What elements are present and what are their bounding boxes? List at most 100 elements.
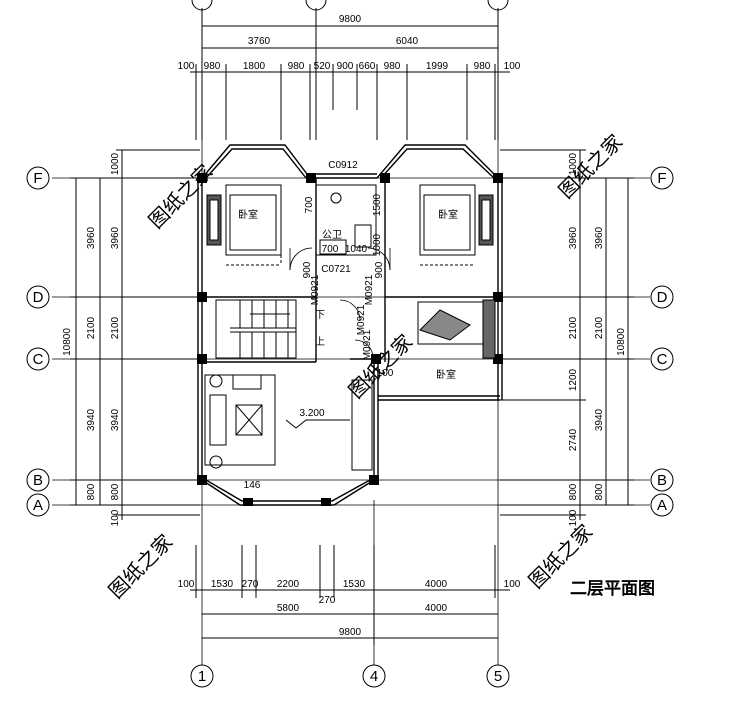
axis-label-f-right: F: [657, 170, 666, 187]
dim-top-part-1: 3760: [248, 36, 271, 47]
axis-bubble-f-left: [27, 167, 49, 189]
dim-left-inner-2: 3960: [110, 226, 121, 249]
dim-left-inner-6: 100: [110, 509, 121, 526]
right-dimension-text: 1000 3960 2100 1200 2740 800 100 3960 21…: [568, 152, 627, 526]
drawing-title: 二层平面图: [570, 579, 655, 598]
walls: [198, 145, 502, 505]
dim-top-d2: 980: [204, 61, 221, 72]
dim-bottom-d4: 2200: [277, 579, 300, 590]
watermark-1: 图纸之家: [144, 160, 217, 233]
dim-right-inner-5: 2740: [568, 428, 579, 451]
left-bedroom: [207, 185, 281, 265]
axis-bubble-5: [487, 665, 509, 687]
dim-left-outer-4: 800: [86, 483, 97, 500]
bay-window-bottom: [202, 480, 374, 505]
doors: [290, 248, 390, 358]
axis-bubble-b-left: [27, 469, 49, 491]
axis-label-b-right: B: [657, 472, 667, 489]
dim-right-inner-3: 2100: [568, 316, 579, 339]
tv-cabinet: [352, 380, 372, 470]
top-axis-bubbles: [192, 0, 508, 10]
axis-label-c-right: C: [657, 351, 668, 368]
axis-label-c-left: C: [33, 351, 44, 368]
dim-left-inner-5: 800: [110, 483, 121, 500]
dim-right-outer-3: 3940: [594, 408, 605, 431]
label-1040: 1040: [345, 244, 368, 255]
axis-bubble-b-right: [651, 469, 673, 491]
label-c0912: C0912: [328, 160, 358, 171]
dim-left-total: 10800: [62, 328, 73, 356]
dim-right-inner-6: 800: [568, 483, 579, 500]
stair-up-label: 上: [315, 336, 325, 348]
axis-bubble-c-left: [27, 348, 49, 370]
axis-bubble-c-right: [651, 348, 673, 370]
dim-bottom-part-2: 4000: [425, 603, 448, 614]
stairs: [216, 300, 296, 358]
watermark-3: 图纸之家: [344, 330, 417, 403]
dim-top-d4: 980: [288, 61, 305, 72]
top-dimension-text: 9800 3760 6040 100 980 1800 980 520 900 …: [178, 14, 521, 72]
living-room: [205, 375, 372, 470]
room-label-bedroom-right: 卧室: [438, 208, 458, 221]
sofa-left: [210, 395, 226, 445]
axis-bubble-a-left: [27, 494, 49, 516]
elevation-label: 3.200: [299, 408, 324, 419]
columns: [197, 173, 503, 506]
dim-top-d1: 100: [178, 61, 195, 72]
label-700-b: 700: [322, 244, 339, 255]
axis-bubbles: [27, 167, 673, 687]
dim-top-d9: 1999: [426, 61, 449, 72]
axis-bubble-f-right: [651, 167, 673, 189]
sink-icon: [355, 225, 371, 247]
label-900-a: 900: [302, 261, 313, 278]
dim-left-outer-3: 3940: [86, 408, 97, 431]
right-dimension-lines: [500, 150, 634, 520]
dim-right-inner-7: 100: [568, 509, 579, 526]
label-900-b: 900: [374, 261, 385, 278]
label-700-a: 700: [304, 196, 315, 213]
left-dimension-text: 10800 3960 2100 3940 800 1000 3960 2100 …: [62, 152, 121, 526]
lamp-icon: [210, 375, 222, 387]
axis-bubble-a-right: [651, 494, 673, 516]
axis-label-d-right: D: [657, 289, 668, 306]
dim-top-part-2: 6040: [396, 36, 419, 47]
label-m0921-b: M0921: [364, 274, 375, 305]
dim-bottom-d3: 270: [242, 579, 259, 590]
room-label-bedroom-left: 卧室: [238, 208, 258, 221]
axis-label-d-left: D: [33, 289, 44, 306]
dim-bottom-d7: 100: [504, 579, 521, 590]
bottom-dimension-text: 100 1530 270 2200 1530 4000 100 270 5800…: [178, 579, 521, 638]
watermark-4: 图纸之家: [104, 530, 177, 603]
axis-label-b-left: B: [33, 472, 43, 489]
dim-left-outer-1: 3960: [86, 226, 97, 249]
toilet-icon: [331, 193, 341, 203]
bathroom-labels: C0912 公卫 C0721 700 1500 700 1040 900 900…: [302, 160, 385, 360]
watermark-2: 图纸之家: [554, 130, 627, 203]
dim-top-total: 9800: [339, 14, 362, 25]
dim-bottom-total: 9800: [339, 627, 362, 638]
label-c0721: C0721: [321, 264, 351, 275]
dim-left-inner-3: 2100: [110, 316, 121, 339]
right-small-room: [418, 300, 495, 358]
axis-label-5: 5: [494, 668, 502, 685]
right-bedroom: [420, 185, 493, 265]
room-label-bath: 公卫: [322, 230, 342, 241]
dim-bottom-d5: 1530: [343, 579, 366, 590]
label-m0921-a: M0921: [310, 274, 321, 305]
dim-left-inner-4: 3940: [110, 408, 121, 431]
dim-top-d6: 900: [337, 61, 354, 72]
dim-right-outer-1: 3960: [594, 226, 605, 249]
label-146: 146: [244, 480, 261, 491]
dim-bottom-d1: 100: [178, 579, 195, 590]
watermarks: 图纸之家 图纸之家 图纸之家 图纸之家 图纸之家: [104, 130, 627, 603]
axis-bubble-1: [191, 665, 213, 687]
dim-top-d3: 1800: [243, 61, 266, 72]
axis-label-a-left: A: [33, 497, 43, 514]
coffee-table: [236, 405, 262, 435]
dim-right-inner-1: 1000: [568, 152, 579, 175]
axis-label-a-right: A: [657, 497, 667, 514]
bay-window-left: [202, 145, 310, 178]
dim-bottom-d6: 4000: [425, 579, 448, 590]
axis-label-1: 1: [198, 668, 206, 685]
axis-bubble-d-right: [651, 286, 673, 308]
